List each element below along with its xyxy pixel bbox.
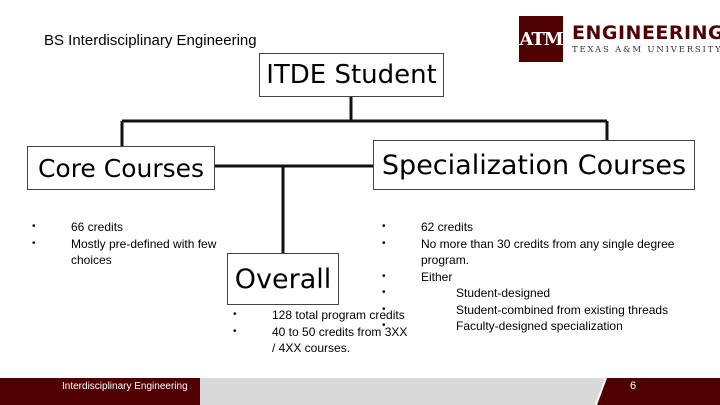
list-item: Either: [382, 269, 712, 286]
list-item: 62 credits: [382, 219, 712, 236]
page-number: 6: [630, 380, 637, 392]
list-item: 128 total program credits: [233, 307, 408, 324]
bullet-icon: •: [382, 287, 386, 298]
sub-list-item: • Student-designed: [382, 286, 551, 300]
specialization-list: 62 credits No more than 30 credits from …: [382, 219, 712, 335]
list-item: No more than 30 credits from any single …: [382, 236, 712, 269]
sub-list-item: • Faculty-designed specialization: [382, 319, 623, 333]
logo-engineering-text: ENGINEERING: [572, 22, 720, 44]
itde-student-box: ITDE Student: [259, 53, 444, 97]
list-item: Mostly pre-defined with few choices: [32, 236, 222, 269]
footer-maroon-left: [0, 378, 200, 405]
logo-text: ENGINEERING TEXAS A&M UNIVERSITY: [572, 23, 720, 55]
sub-list-item: • Student-combined from existing threads: [382, 302, 669, 317]
footer-label: Interdisciplinary Engineering: [62, 381, 188, 392]
list-item: 66 credits: [32, 219, 222, 236]
core-courses-list: 66 credits Mostly pre-defined with few c…: [32, 219, 222, 269]
bullet-icon: •: [382, 320, 386, 331]
bullet-icon: •: [382, 303, 386, 315]
overall-box: Overall: [227, 253, 339, 305]
footer-gray-band: [200, 378, 605, 405]
overall-list: 128 total program credits 40 to 50 credi…: [233, 307, 408, 357]
logo-university-text: TEXAS A&M UNIVERSITY: [572, 45, 720, 55]
footer-maroon-right: [597, 378, 720, 405]
list-item: 40 to 50 credits from 3XX / 4XX courses.: [233, 324, 408, 357]
specialization-courses-box: Specialization Courses: [373, 140, 695, 190]
atm-logo-mark: ATM: [519, 16, 564, 62]
footer: [0, 378, 720, 405]
tamu-engineering-logo: ATM ENGINEERING TEXAS A&M UNIVERSITY: [519, 16, 720, 62]
core-courses-box: Core Courses: [27, 146, 215, 190]
slide-title: BS Interdisciplinary Engineering: [44, 32, 257, 49]
footer-bar: [0, 378, 720, 405]
